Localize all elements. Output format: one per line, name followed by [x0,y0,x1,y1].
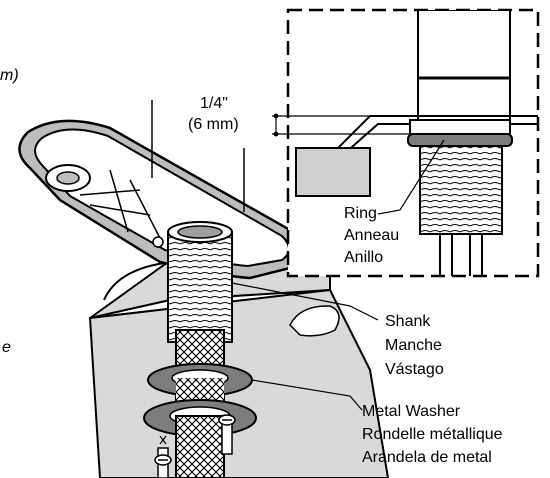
mounting-screws [154,414,236,478]
detail-inset [286,8,540,278]
metal-washer [147,363,253,400]
ring-label-es: Anillo [344,249,384,266]
shank-label-fr: Manche [385,337,442,354]
cropped-label-top-left: m) [0,67,19,84]
dimension-label-imperial: 1/4" [200,95,228,112]
dimension-label-metric: (6 mm) [188,116,239,133]
metal-washer-label-en: Metal Washer [362,403,461,420]
shank [167,221,233,343]
ring-label-fr: Anneau [344,227,400,244]
metal-washer-label-es: Arandela de metal [362,449,492,466]
leader-lines [231,139,445,411]
ring-label-en: Ring [344,205,377,222]
metal-washer-label-fr: Rondelle métallique [362,426,503,443]
shank-label-es: Vástago [385,361,444,378]
dimension-marker [272,113,412,137]
gasket-base-plate [18,119,303,280]
cropped-label-left: e [2,339,11,356]
shank-label-en: Shank [385,313,431,330]
background-edges [151,100,245,212]
